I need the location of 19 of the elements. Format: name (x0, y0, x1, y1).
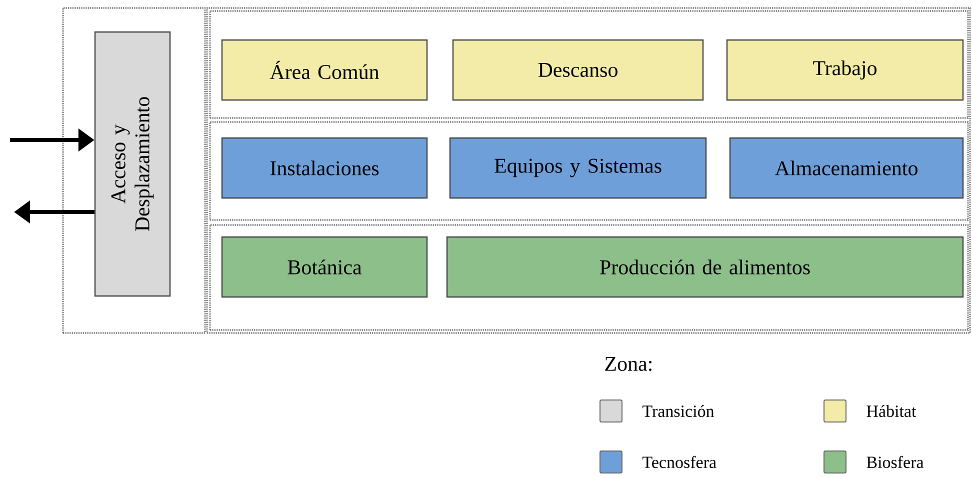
zone-box: Trabajo (726, 39, 964, 101)
zone-box: Área Común (221, 39, 428, 101)
zone-band (209, 121, 969, 221)
zone-band (209, 224, 969, 331)
zone-box: Descanso (452, 39, 704, 101)
legend-label: Biosfera (866, 456, 924, 468)
legend-heading: Zona: (605, 356, 652, 372)
legend-label: Transición (642, 405, 714, 417)
zone-box: Equipos y Sistemas (449, 137, 707, 199)
legend-label: Tecnosfera (642, 456, 716, 468)
zone-box: Acceso y Desplazamiento (94, 31, 171, 297)
zone-box: Instalaciones (221, 137, 428, 199)
zone-frame (62, 7, 206, 334)
zone-frame (206, 7, 971, 334)
legend-label: Hábitat (866, 405, 916, 417)
zone-box: Almacenamiento (729, 137, 964, 199)
zone-box: Botánica (221, 236, 428, 298)
zone-band (209, 10, 969, 119)
zone-box: Producción de alimentos (446, 236, 964, 298)
